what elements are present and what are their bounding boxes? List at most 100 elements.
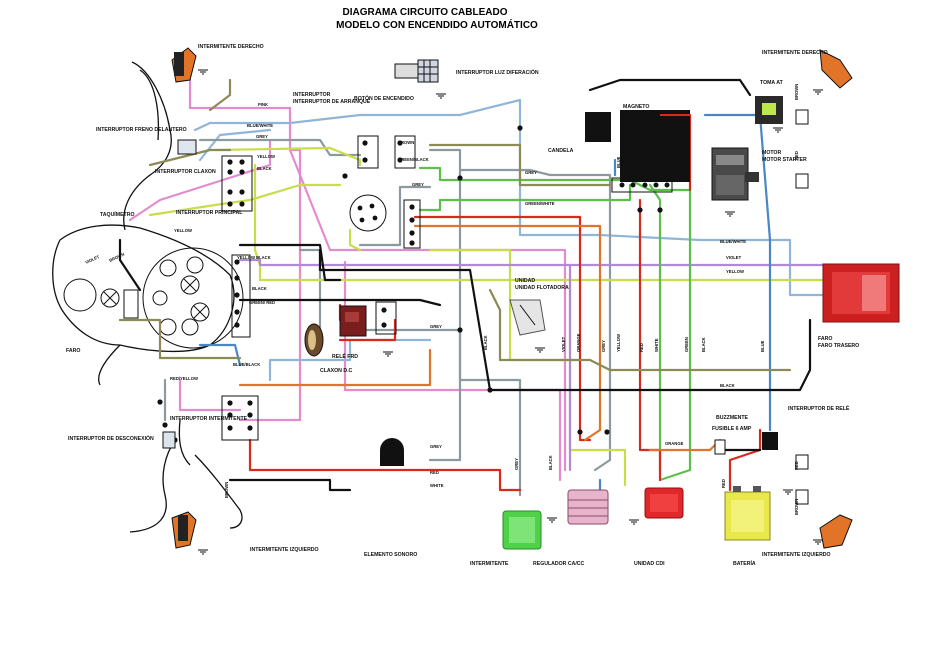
wire-label-green-white: GREEN/WHITE (525, 201, 555, 206)
fuse (714, 439, 726, 455)
wire-label-blue-black: BLUE/BLACK (233, 362, 260, 367)
wire-label-pink: PINK (258, 102, 268, 107)
label-fuel-unit-1: UNIDAD (515, 278, 535, 284)
buzzer (380, 438, 404, 466)
label-spark-plug: CANDELA (548, 148, 574, 154)
label-starter-relay: INTERRUPTOR DE RELÉ (788, 404, 850, 412)
label-start-switch-1: INTERRUPTOR (293, 92, 331, 98)
label-main-switch: INTERRUPTOR PRINCIPAL (176, 210, 243, 216)
headlight-cluster (63, 247, 244, 349)
wire-label-red-yellow: RED/YELLOW (170, 376, 198, 381)
wire-label-blue-white: BLUE/WHITE (247, 123, 273, 128)
flasher (502, 510, 542, 550)
wire-label-orange: ORANGE (665, 441, 684, 446)
ground-symbols (198, 69, 823, 555)
label-front-left-indicator: INTERMITENTE IZQUIERDO (250, 547, 319, 553)
label-rear-light-1: FARO (818, 336, 832, 342)
rear-left-indicator (819, 514, 853, 549)
wire-label-violet-v: VIOLET (561, 336, 566, 352)
relay (339, 305, 367, 337)
kill-switch (162, 431, 176, 449)
wire-label-violet-h: VIOLET (84, 254, 100, 265)
wire-label-black-3: BLACK (720, 383, 735, 388)
label-ignition-button: BOTÓN DE ENCENDIDO (354, 94, 414, 102)
wire-label-blue-white-2: BLUE/WHITE (720, 239, 746, 244)
horn (304, 323, 324, 357)
wire-label-grey: GREY (256, 134, 268, 139)
wire-label-red-v2: RED (794, 151, 799, 160)
wire-label-brown: BROWN (398, 140, 414, 145)
label-battery: BATERÍA (733, 559, 756, 567)
label-flasher: INTERMITENTE (470, 561, 509, 567)
wires (118, 78, 832, 497)
label-kill-switch: INTERRUPTOR DE DESCONEXIÓN (68, 434, 154, 442)
label-fuel-unit: UNIDAD FLOTADORA (515, 285, 569, 291)
wire-label-red-v4: RED (721, 479, 726, 488)
wire-label-black-2: BLACK (252, 286, 267, 291)
label-starter-motor: MOTOR STARTER (762, 157, 807, 163)
wire-label-green-red: GREEN/ RED (249, 300, 275, 305)
wire-label-yellow-3: YELLOW (726, 269, 744, 274)
scooter-frame (52, 61, 243, 533)
wire-label-violet: VIOLET (726, 255, 742, 260)
wire-label-blue-v: BLUE (760, 340, 765, 352)
wire-label-black-v3: BLACK (701, 337, 706, 352)
wire-label-brown-h: BROWN (108, 251, 125, 262)
wire-label-yellow: YELLOW (257, 154, 275, 159)
title-line-1: DIAGRAMA CIRCUITO CABLEADO (343, 7, 508, 18)
label-speedometer: TAQUÍMETRO (100, 210, 134, 218)
label-fuse: FUSIBLE 6 AMP (712, 426, 752, 432)
spark-plug (585, 112, 611, 142)
wire-label-yellow-2: YELLOW (174, 228, 192, 233)
label-front-brake-switch: INTERRUPTOR FRENO DELANTERO (96, 127, 187, 133)
inline-connectors (611, 109, 809, 505)
wire-label-grey-4: GREY (430, 324, 442, 329)
label-dimmer-switch: INTERRUPTOR LUZ DIFERACIÓN (456, 68, 539, 76)
wire-label-yellow-v: YELLOW (616, 334, 621, 352)
magneto (620, 110, 690, 182)
label-regulator: REGULADOR CA/CC (533, 561, 585, 567)
wire-label-green-black: GREEN/BLACK (398, 157, 429, 162)
wire-label-black-v2: BLACK (548, 455, 553, 470)
connectors (157, 125, 663, 443)
front-left-indicator (171, 511, 197, 549)
label-relay: RELÉ FRD (332, 352, 358, 360)
wire-label-white-v: WHITE (654, 338, 659, 352)
label-ground-at: TOMA AT (760, 80, 784, 86)
label-headlight: FARO (66, 348, 80, 354)
wire-label-yellow-black: YELLOW BLACK (237, 255, 271, 260)
rear-light (822, 263, 900, 323)
wire-label-red: RED (430, 470, 439, 475)
label-indicator-switch: INTERRUPTOR INTERMITENTE (170, 416, 248, 422)
front-right-indicator (171, 47, 197, 83)
wire-label-brown-v2: BROWN (794, 499, 799, 515)
wire-label-white: WHITE (430, 483, 444, 488)
label-cdi: UNIDAD CDI (634, 561, 665, 567)
wire-label-orange-v: ORANGE (576, 333, 581, 352)
label-rear-left-indicator: INTERMITENTE IZQUIERDO (762, 552, 831, 558)
label-horn: CLAXON D.C (320, 368, 353, 374)
wire-label-grey-v2: GREY (601, 340, 606, 352)
regulator (567, 489, 609, 525)
fuel-unit (509, 299, 546, 336)
label-starter-motor-1: MOTOR (762, 150, 781, 156)
wire-label-group: PINK BLUE/WHITE GREY YELLOW BLACK YELLOW… (84, 84, 799, 515)
front-brake-switch (177, 139, 197, 155)
battery (724, 486, 771, 541)
label-start-switch: INTERRUPTOR DE ARRANQUE (293, 99, 371, 105)
wire-label-grey-2: GREY (412, 182, 424, 187)
label-buzzmente: BUZZMENTE (716, 415, 749, 421)
wire-label-blue-v2: BLUE (616, 156, 621, 168)
ground-at (755, 96, 783, 124)
label-rear-right-indicator: INTERMITENTE DERECHO (762, 50, 828, 56)
wire-label-grey-5: GREY (430, 444, 442, 449)
rear-right-indicator (819, 49, 853, 89)
starter-relay (762, 432, 778, 450)
label-horn-switch: INTERRUPTOR CLAXON (155, 169, 216, 175)
label-magneto: MAGNETO (623, 104, 649, 110)
wire-label-grey-v: GREY (514, 458, 519, 470)
label-rear-light: FARO TRASERO (818, 343, 859, 349)
cdi-unit (644, 487, 684, 519)
wire-label-green-v: GREEN (684, 337, 689, 352)
